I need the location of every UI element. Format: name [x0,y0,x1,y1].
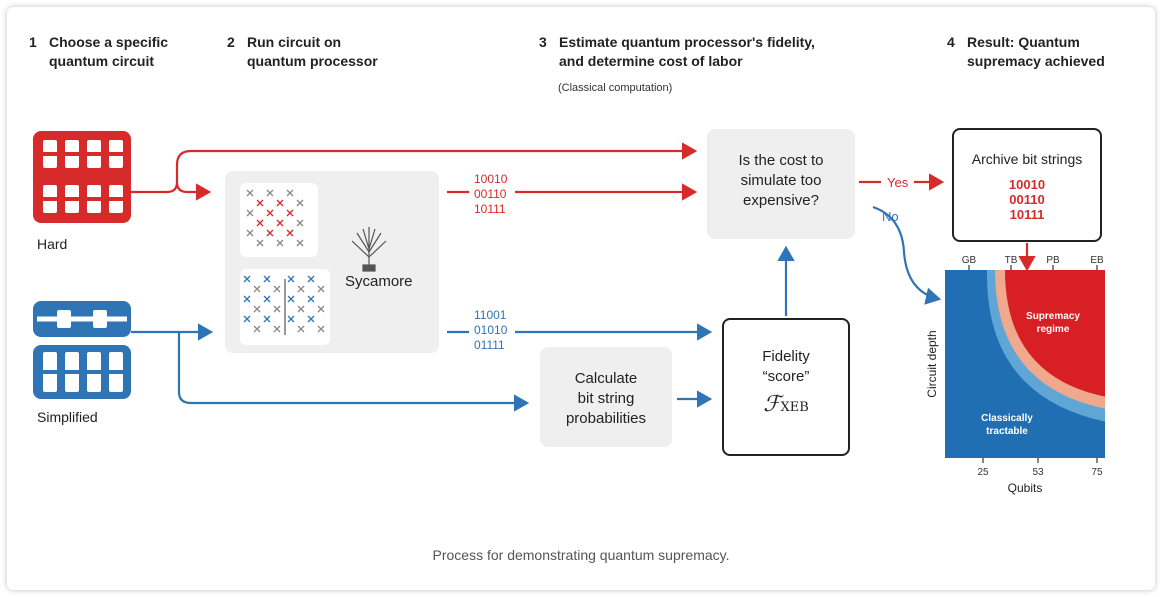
tick-gb: GB [962,255,977,266]
label-hard: Hard [37,236,68,252]
fidelity-text: Fidelity “score” ℱXEB [762,348,810,417]
decision-box [707,129,855,239]
step-1-header: 1 Choose a specific quantum circuit [29,34,169,69]
y-axis-label: Circuit depth [925,330,939,397]
chip-pattern-red [246,189,304,247]
bitstrings-red: 10010 00110 10111 [474,172,508,216]
tick-25: 25 [977,467,989,478]
tick-tb: TB [1005,255,1018,266]
tick-75: 75 [1091,467,1103,478]
sycamore-tree-icon [351,227,387,272]
bitstrings-blue: 11001 01010 01111 [474,308,508,352]
x-axis-label: Qubits [1008,481,1043,495]
processor-name: Sycamore [345,273,413,290]
tick-eb: EB [1090,255,1104,266]
step-4-header: 4 Result: Quantum supremacy achieved [947,34,1105,69]
tick-pb: PB [1046,255,1060,266]
hard-circuit-icon [33,131,131,223]
figure-caption: Process for demonstrating quantum suprem… [432,547,730,563]
calculate-text: Calculate bit string probabilities [565,370,647,427]
step-2-header: 2 Run circuit on quantum processor [227,34,378,69]
xeb-sub: XEB [780,400,809,415]
supremacy-label-2: regime [1037,324,1070,335]
simplified-circuit-icon [33,301,131,399]
chip-pattern-blue [243,275,325,333]
xeb-script-f: ℱ [763,392,781,417]
supremacy-label-1: Supremacy [1026,311,1080,322]
yes-label: Yes [887,175,909,190]
diagram-graphics: GB TB PB EB 25 53 75 Qubits Circuit dept… [33,131,1105,495]
decision-text: Is the cost to simulate too expensive? [738,152,824,209]
fidelity-box [722,318,850,456]
label-simplified: Simplified [37,409,98,425]
tick-53: 53 [1032,467,1044,478]
figure-card: 1 Choose a specific quantum circuit 2 Ru… [7,7,1155,590]
calculate-box [540,347,672,447]
classical-label-2: tractable [986,426,1028,437]
archive-title: Archive bit strings [971,151,1083,167]
archive-box [952,128,1102,242]
step-3-subtitle: (Classical computation) [558,82,673,94]
step-3-header: 3 Estimate quantum processor's fidelity,… [539,34,815,69]
classical-label-1: Classically [981,413,1033,424]
supremacy-chart: GB TB PB EB 25 53 75 Qubits Circuit dept… [925,255,1105,495]
archive-bits: 10010 00110 10111 [1008,177,1046,222]
